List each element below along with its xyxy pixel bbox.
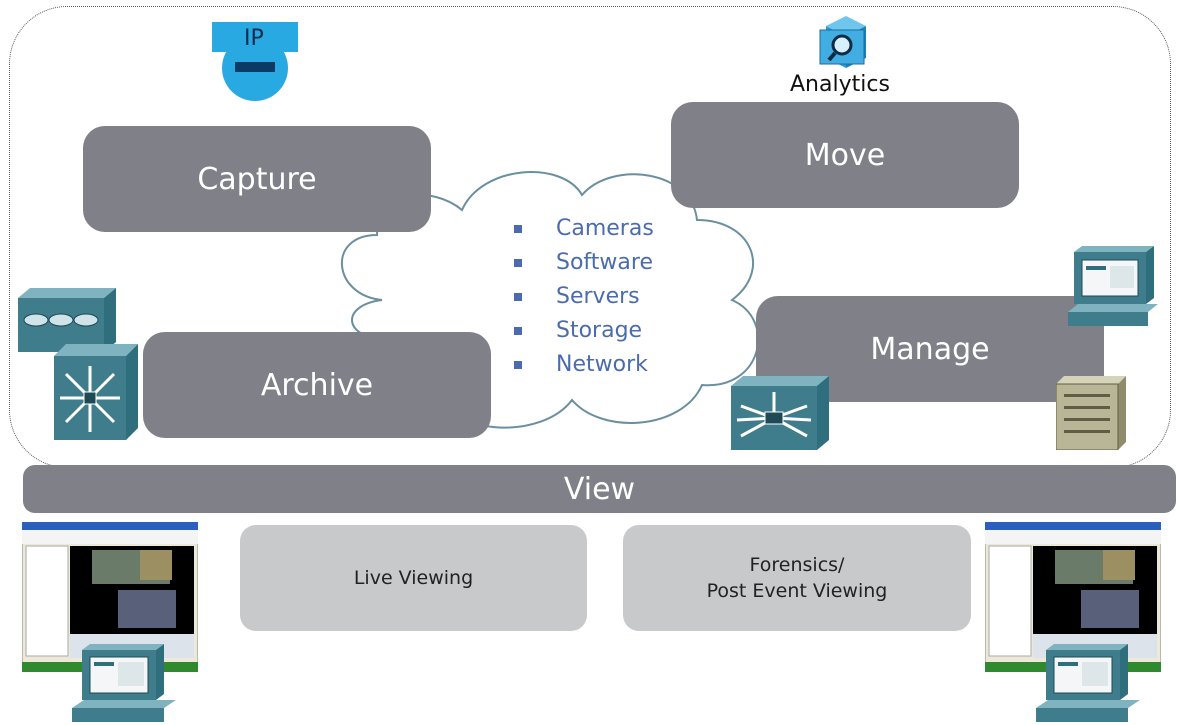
forensics-box: Forensics/ Post Event Viewing: [623, 525, 971, 631]
list-item: Software: [512, 246, 654, 280]
list-item: Servers: [512, 280, 654, 314]
list-item: Network: [512, 348, 654, 382]
analytics-label: Analytics: [790, 72, 890, 97]
network-switch-icon: [54, 344, 138, 440]
workstation-icon: [72, 644, 176, 722]
cloud-component-list: Cameras Software Servers Storage Network: [512, 212, 654, 382]
network-switch-icon: [731, 376, 829, 450]
list-item: Cameras: [512, 212, 654, 246]
capture-box: Capture: [83, 126, 431, 232]
forensics-label-line1: Forensics/: [749, 554, 845, 576]
storage-array-icon: [18, 288, 116, 352]
analytics-magnifier-icon: [819, 16, 866, 68]
live-viewing-box: Live Viewing: [240, 525, 587, 631]
server-icon: [1056, 376, 1126, 450]
ip-label: IP: [244, 26, 264, 51]
list-item: Storage: [512, 314, 654, 348]
live-viewing-label: Live Viewing: [353, 567, 474, 589]
workstation-icon: [1036, 644, 1140, 722]
archive-box: Archive: [143, 332, 491, 438]
view-bar: View: [23, 465, 1176, 513]
video-client-screenshot-icon: [22, 522, 198, 672]
workstation-icon: [1068, 246, 1158, 326]
move-box: Move: [671, 102, 1019, 208]
ip-camera-icon: [212, 22, 298, 101]
forensics-label-line2: Post Event Viewing: [706, 580, 888, 602]
